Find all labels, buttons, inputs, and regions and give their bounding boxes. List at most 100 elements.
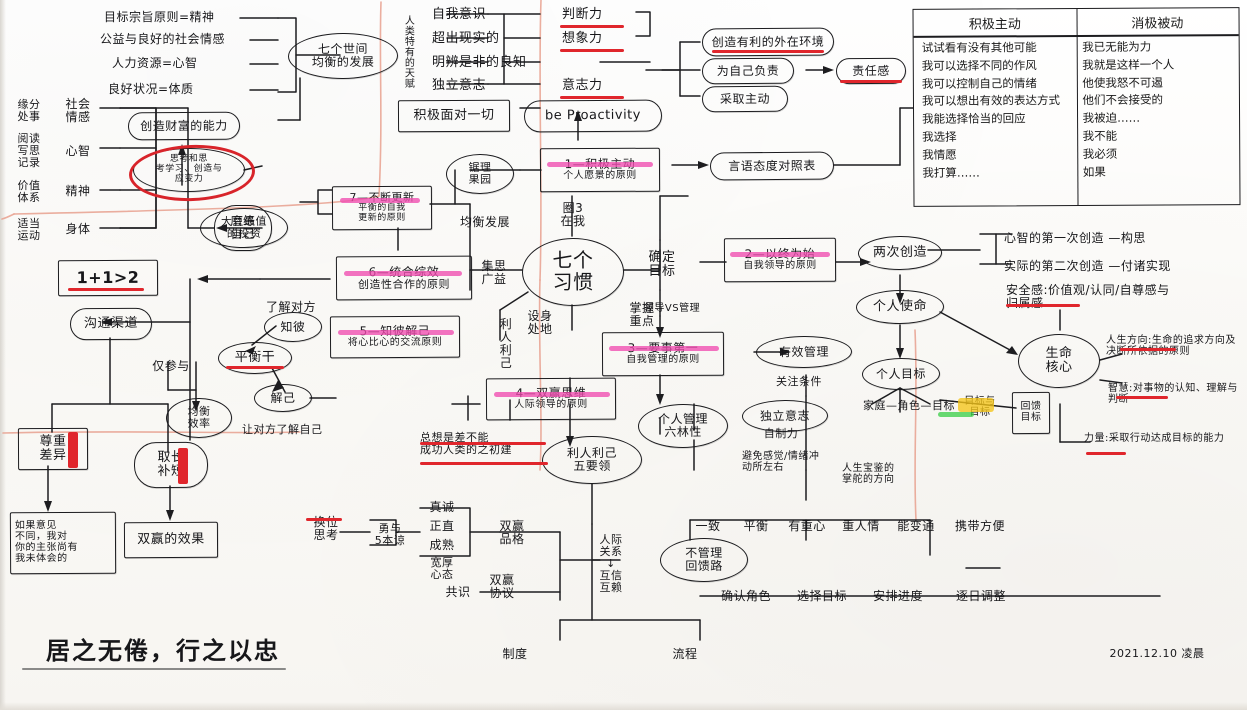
brainstorm-label: 集思 广益: [481, 259, 507, 286]
reactive-row: 我就是这样一个人: [1082, 57, 1175, 72]
reactive-row: 我必须: [1082, 146, 1118, 161]
mgmt-attr-3: 重人情: [842, 518, 880, 533]
create-environment-node[interactable]: 创造有利的外在环境: [701, 27, 835, 57]
balance-effect-node[interactable]: 均衡 效率: [165, 397, 233, 439]
independent-will-node[interactable]: 独立意志: [741, 399, 829, 433]
creation-note-1: 实际的第二次创造 —付诸实现: [1004, 258, 1171, 273]
top-left-item-1: 公益与良好的社会情感: [100, 31, 226, 46]
habit-box-5[interactable]: 5—知彼解己 将心比心的交流原则: [329, 315, 461, 359]
signature-text: 居之无倦，行之以忠: [46, 637, 280, 666]
life-core-node[interactable]: 生命 核心: [1017, 333, 1101, 389]
communication-channel-node[interactable]: 沟通渠道: [69, 307, 153, 341]
habit-box-7[interactable]: 7—不断更新 平衡的自我 更新的原则: [331, 185, 433, 231]
gift-2: 明辨是非的良知: [432, 54, 527, 70]
responsibility-node[interactable]: 责任感: [835, 57, 907, 85]
life-direction-label: 人生宝鉴的 掌舵的方向: [842, 463, 895, 485]
habit-box-1[interactable]: 1—积极主动 个人愿景的原则: [539, 147, 661, 193]
face-everything-box[interactable]: 积极面对一切: [397, 99, 511, 133]
left-pair-right-3: 身体: [65, 221, 91, 236]
step-2: 安排进度: [872, 588, 923, 603]
habit-box-4[interactable]: 4—双赢思维 人际领导的原则: [485, 377, 617, 421]
top-left-item-2: 人力资源=心智: [112, 55, 198, 70]
habit-6-sub: 创造性合作的原则: [357, 277, 451, 291]
five-essentials-node[interactable]: 利人利己 五要领: [541, 435, 643, 485]
imagination-underline: [560, 49, 624, 52]
will-underline: [560, 96, 624, 99]
empathy-node[interactable]: 平衡干: [217, 341, 293, 375]
circle-of-influence-label: 圈3 在我: [560, 201, 586, 228]
winwin-label: 利人利己: [499, 317, 513, 370]
perspective-thinking-label: 换位 思考: [313, 515, 339, 542]
gift-0: 自我意识: [432, 6, 487, 22]
winwin-result-node[interactable]: 双赢的效果: [123, 521, 219, 559]
winwin-agreement-label: 双赢 协议: [489, 573, 515, 600]
gift-3-result: 意志力: [562, 77, 603, 93]
core-note-1: 智慧:对事物的认知、理解与判断: [1108, 383, 1238, 405]
top-left-item-0: 目标宗旨原则=精神: [104, 9, 215, 24]
be-proactivity-node[interactable]: be Proactivity: [523, 99, 663, 133]
gift-1-result: 想象力: [562, 30, 603, 46]
personal-goal-node[interactable]: 个人目标: [861, 357, 941, 391]
top-left-item-3: 良好状况=体质: [108, 81, 194, 96]
habit-5-sub: 将心比心的交流原则: [347, 336, 443, 349]
complement-strengths-node[interactable]: 取长 补短: [133, 441, 209, 489]
judgment-underline: [560, 25, 624, 28]
proactive-row: 我选择: [922, 129, 957, 144]
key-condition-label: 关注条件: [776, 375, 822, 389]
time-management-node[interactable]: 不管理 回馈路: [659, 537, 749, 583]
respect-detail-box[interactable]: 如果意见 不同，我对 你的主张尚有 我未体会的: [9, 511, 117, 575]
grasp-focus-label: 掌握 重点: [629, 301, 655, 328]
step-0: 确认角色: [720, 588, 771, 603]
red-circle-accent: [128, 142, 256, 204]
proactive-reactive-table: 积极主动 消极被动 试试看有没有其他可能 我可以选择不同的作风 我可以控制自己的…: [912, 7, 1241, 207]
gift-3: 独立意志: [432, 77, 487, 93]
habit-2-sub: 自我领导的原则: [743, 259, 817, 272]
take-initiative-node[interactable]: 采取主动: [701, 85, 789, 113]
responsible-self-node[interactable]: 为自己负责: [701, 57, 795, 85]
reactive-row: 我被迫……: [1082, 110, 1141, 126]
empathy-place-label: 设身 处地: [527, 309, 553, 336]
habit-4-sub: 人际领导的原则: [514, 398, 588, 411]
feedback-goal-box[interactable]: 回馈 目标: [1011, 391, 1051, 435]
mgmt-attr-4: 能变通: [897, 518, 935, 533]
consensus-label: 共识: [445, 584, 471, 599]
habit-box-3[interactable]: 3—要事第一 自我管理的原则: [601, 331, 725, 377]
mgmt-attr-2: 有重心: [788, 518, 826, 533]
habit-1-sub: 个人愿景的原则: [563, 169, 637, 182]
habit-box-6[interactable]: 6—统合综效 创造性合作的原则: [335, 255, 473, 301]
personal-mission-node[interactable]: 个人使命: [855, 289, 945, 325]
know-them-node[interactable]: 知彼: [263, 311, 323, 343]
mgmt-attr-5: 携带方便: [954, 518, 1005, 533]
table-header-proactive: 积极主动: [968, 16, 1021, 33]
mgmt-attr-1: 平衡: [743, 518, 769, 533]
habit-3-sub: 自我管理的原则: [626, 353, 700, 366]
best-investment-node[interactable]: 大豆最值 的投资: [199, 207, 289, 249]
relationship-label: 人际 关系 ↓ 互信 互赖: [599, 533, 623, 594]
table-header-reactive: 消极被动: [1131, 15, 1184, 32]
reactive-row: 他使我怒不可遏: [1082, 75, 1163, 90]
step-1: 选择目标: [796, 588, 847, 603]
speech-attitude-table-node[interactable]: 言语态度对照表: [709, 151, 835, 181]
habit-box-2[interactable]: 2—以终为始 自我领导的原则: [723, 237, 837, 283]
left-pair-left-2: 价值 体系: [17, 179, 41, 204]
sharpen-saw-node[interactable]: 锯理 果园: [445, 153, 515, 195]
personal-management-node[interactable]: 个人管理 六林性: [637, 403, 729, 449]
avoid-emotion-label: 避免感觉/情绪冲 动所左右: [742, 451, 820, 473]
core-note-2: 力量:采取行动达成目标的能力: [1084, 433, 1225, 444]
respect-difference-node[interactable]: 尊重 差异: [17, 427, 89, 471]
balanced-development-node[interactable]: 七个世间 均衡的发展: [287, 32, 399, 80]
self-drive-label: 自制力: [763, 427, 799, 441]
wealth-ability-node[interactable]: 创造财富的能力: [127, 111, 241, 141]
two-creations-node[interactable]: 两次创造: [857, 235, 943, 271]
courage-label: 勇与 5本谅: [374, 522, 406, 547]
left-pair-right-2: 精神: [65, 183, 91, 198]
reactive-row: 我不能: [1082, 128, 1118, 144]
proactive-row: 我打算……: [922, 165, 980, 180]
formula-node[interactable]: 1+1>2: [57, 259, 159, 297]
character-2: 成熟: [429, 537, 455, 552]
center-node-seven-habits[interactable]: 七个 习惯: [521, 237, 625, 307]
balanced-growth-label: 均衡发展: [459, 214, 510, 229]
effective-management-node[interactable]: 有效管理: [755, 335, 853, 369]
know-self-node[interactable]: 解己: [253, 383, 313, 413]
left-pair-left-3: 适当 运动: [17, 217, 41, 242]
